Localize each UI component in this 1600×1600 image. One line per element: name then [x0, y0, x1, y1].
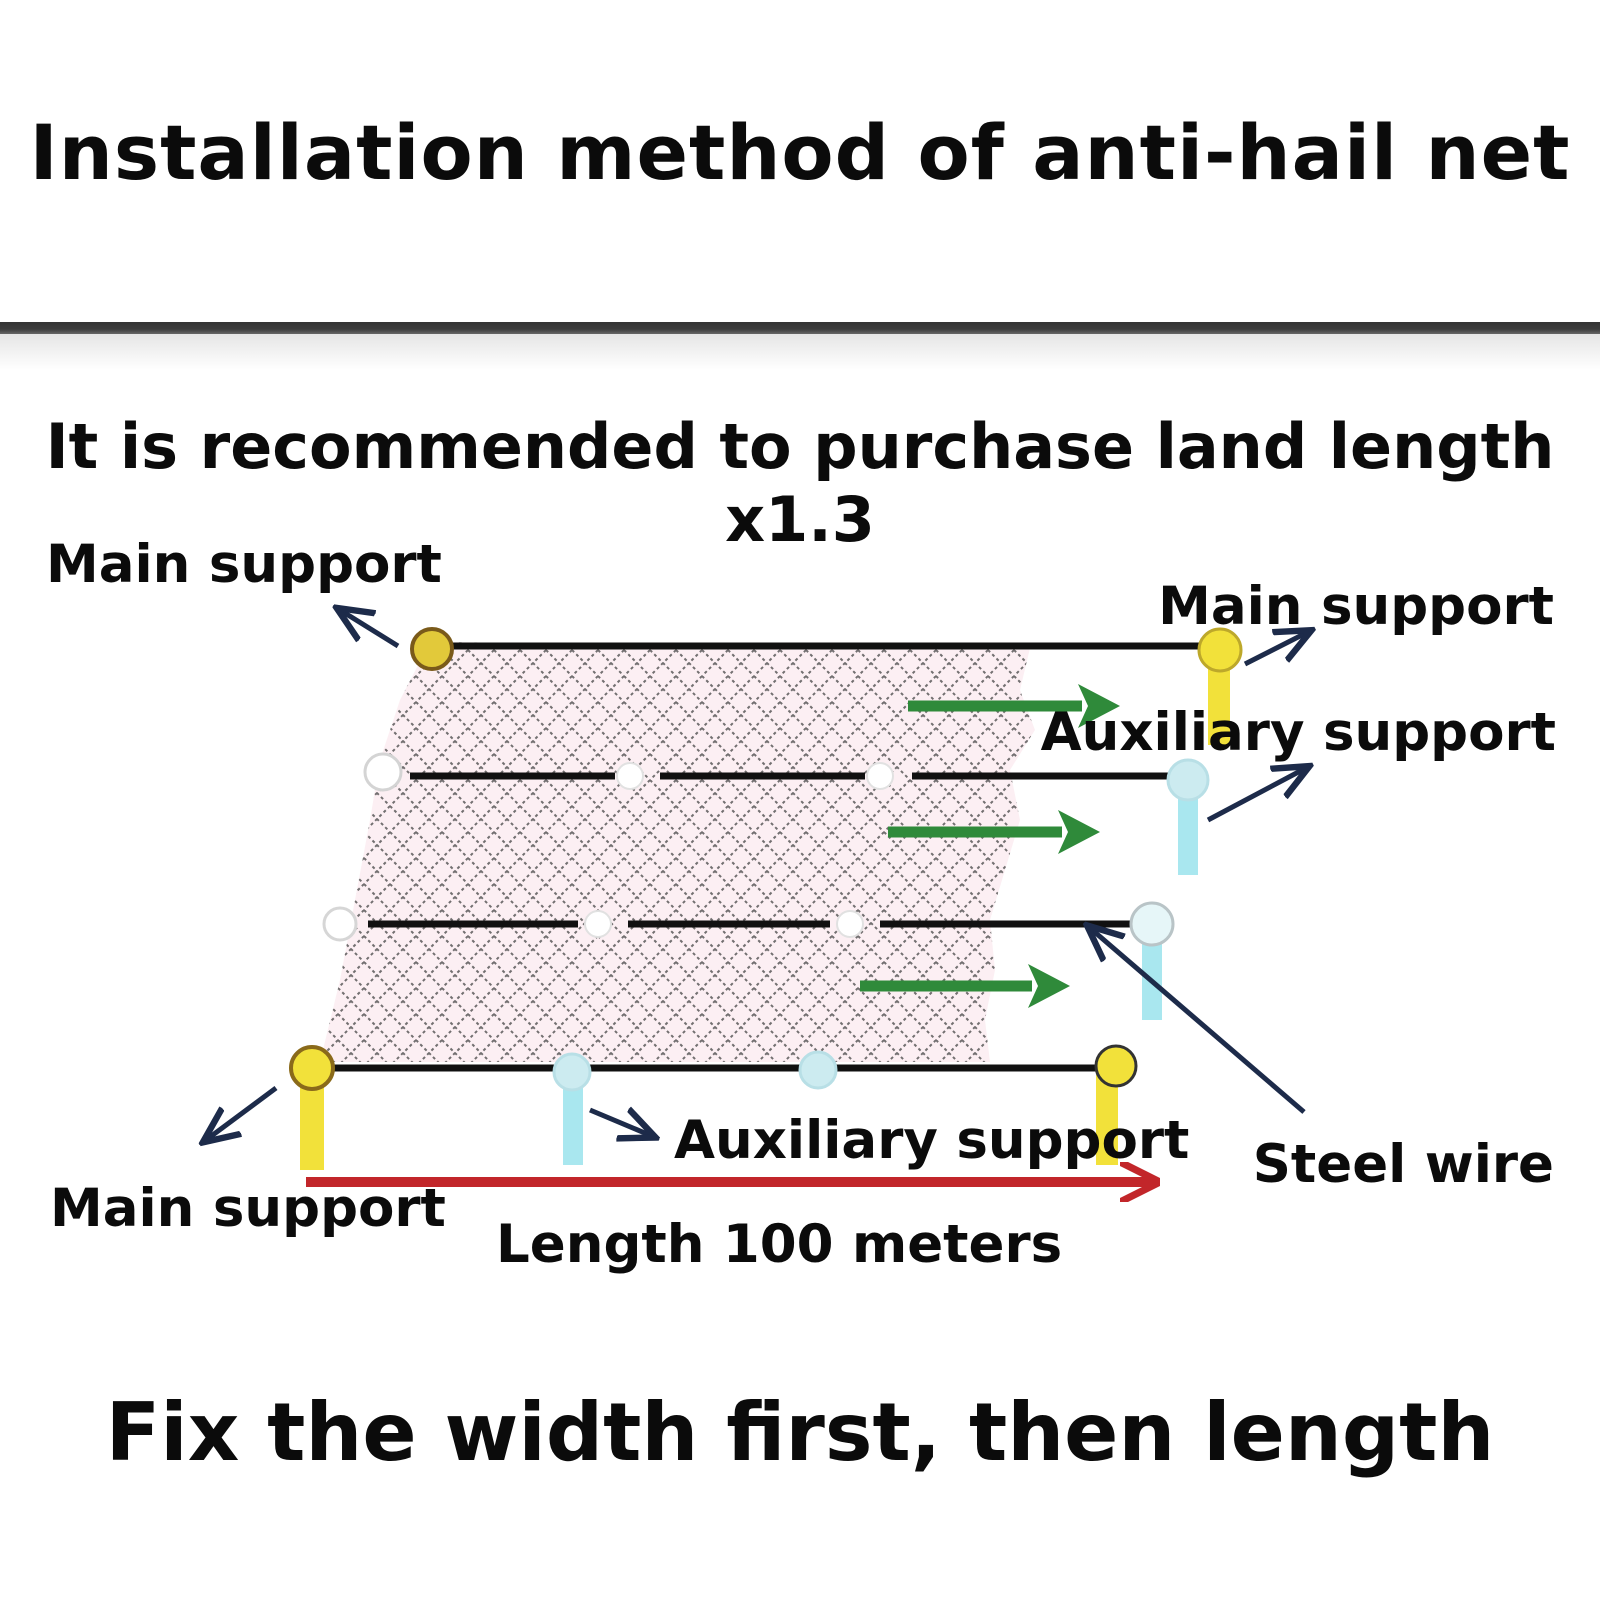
subtitle: It is recommended to purchase land lengt…: [45, 410, 1555, 556]
auxiliary-support-node: [866, 762, 894, 790]
main-support-pointer-arrow: [206, 1085, 278, 1140]
auxiliary-support-node: [363, 752, 403, 792]
direction-arrow: [908, 684, 1120, 728]
auxiliary-support-node: [1166, 758, 1210, 802]
direction-arrow: [888, 810, 1100, 854]
auxiliary-support-node: [322, 906, 358, 942]
footer-instruction: Fix the width first, then length: [105, 1386, 1495, 1479]
main-support-node: [1094, 1044, 1138, 1088]
main-support-node: [1197, 627, 1243, 673]
main-support-label: Main support: [46, 534, 442, 595]
auxiliary-support-node: [1129, 901, 1175, 947]
auxiliary-support-post: [563, 1085, 583, 1165]
auxiliary-support-node: [552, 1052, 592, 1092]
auxiliary-support-post: [1142, 935, 1162, 1020]
auxiliary-support-label: Auxiliary support: [1041, 702, 1556, 763]
main-support-label: Main support: [50, 1178, 446, 1239]
divider: [0, 322, 1600, 334]
steel-wire-label: Steel wire: [1253, 1134, 1554, 1195]
auxiliary-support-label: Auxiliary support: [674, 1110, 1189, 1171]
auxiliary-support-pointer-arrow: [1206, 768, 1306, 823]
main-support-node: [289, 1045, 335, 1091]
main-support-node: [410, 627, 454, 671]
main-support-pointer-arrow: [340, 610, 400, 649]
length-label: Length 100 meters: [496, 1214, 1062, 1275]
main-support-label: Main support: [1158, 576, 1554, 637]
divider-shadow: [0, 334, 1600, 370]
auxiliary-support-node: [584, 910, 612, 938]
main-support-pointer-arrow: [1243, 632, 1308, 667]
main-support-post: [1208, 655, 1230, 745]
main-support-post: [1096, 1075, 1118, 1165]
page-title: Installation method of anti-hail net: [29, 108, 1571, 197]
steel-wire-pointer-arrow: [1090, 928, 1306, 1114]
auxiliary-support-pointer-arrow: [589, 1110, 652, 1136]
auxiliary-support-node: [798, 1050, 838, 1090]
direction-arrow: [860, 964, 1070, 1008]
auxiliary-support-node: [616, 762, 644, 790]
auxiliary-support-post: [1178, 795, 1198, 875]
auxiliary-support-node: [836, 910, 864, 938]
net-grid: [320, 642, 1035, 1062]
